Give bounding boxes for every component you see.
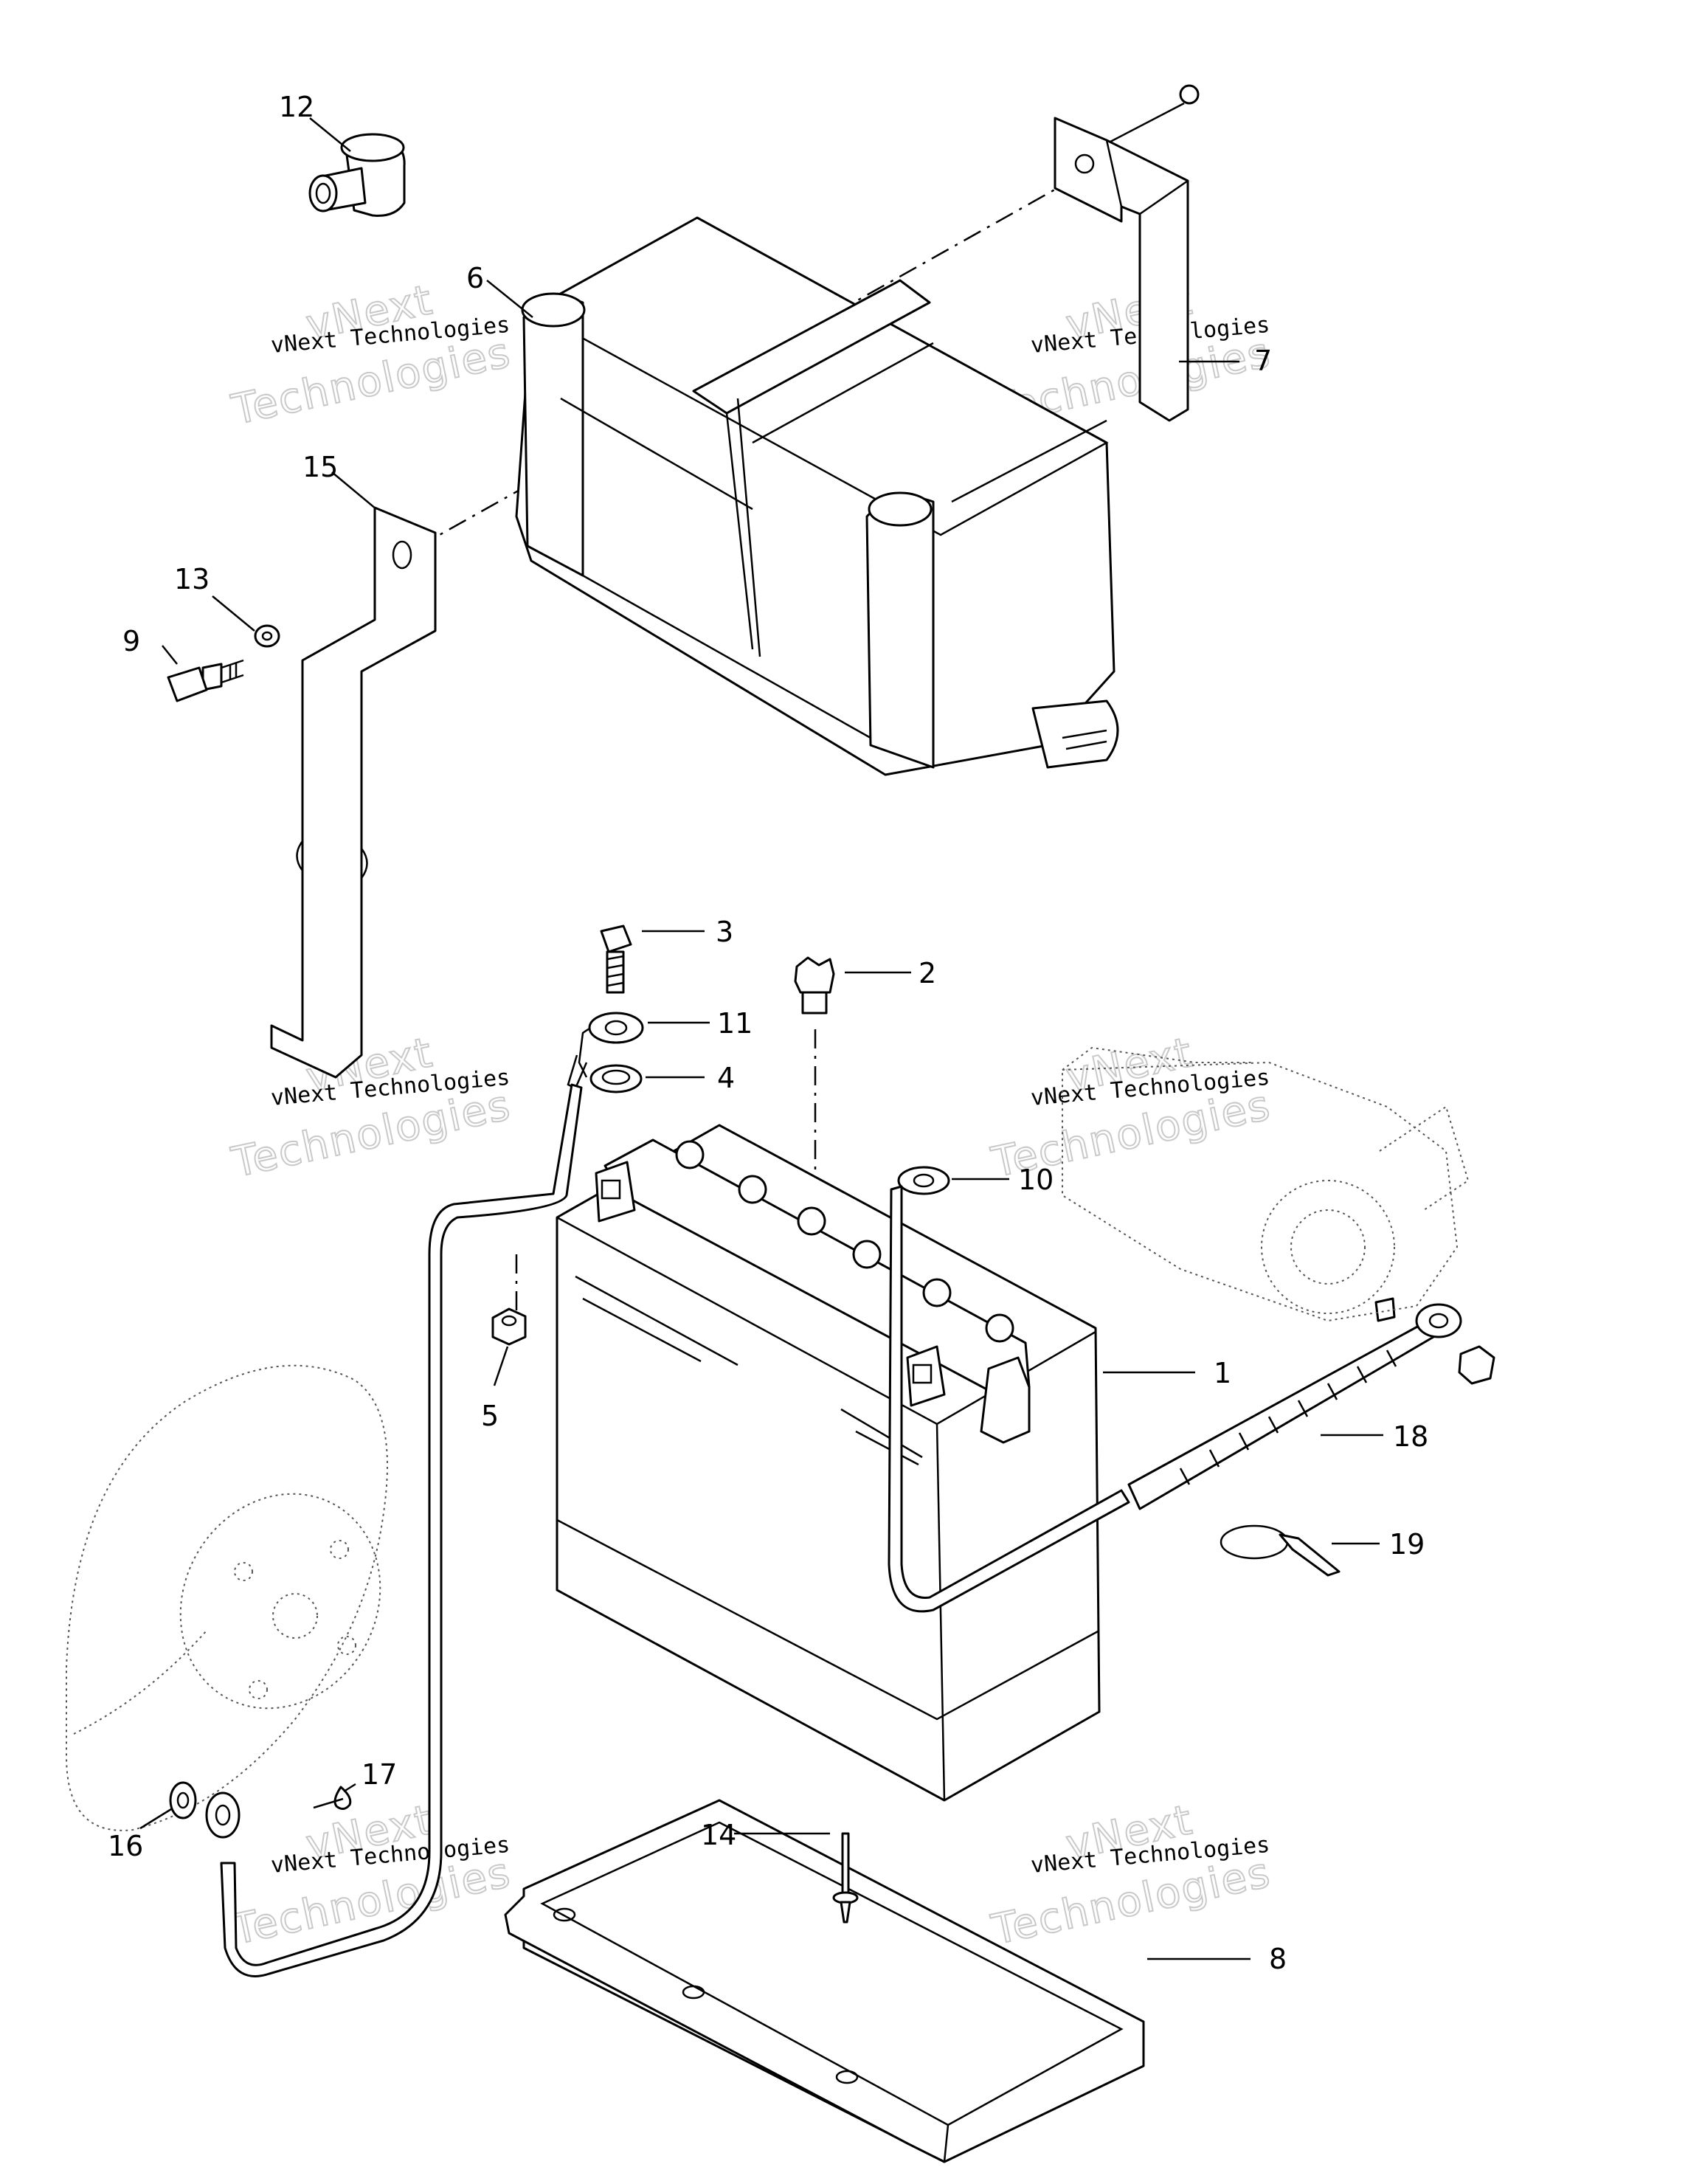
starter-cable-part bbox=[1127, 1297, 1495, 1510]
watermark-middle-left: vNext vNext Technologies Technologies bbox=[226, 1028, 516, 1188]
callout-13: 13 bbox=[174, 563, 210, 595]
battery-cover-part bbox=[515, 216, 1119, 776]
ground-washer-part bbox=[169, 1781, 197, 1820]
callout-7: 7 bbox=[1254, 345, 1272, 377]
callout-8: 8 bbox=[1269, 1943, 1287, 1975]
battery-part bbox=[556, 1124, 1101, 1802]
callout-9: 9 bbox=[122, 625, 140, 657]
screw-part bbox=[167, 659, 244, 702]
right-bracket-part bbox=[1054, 84, 1200, 422]
left-bracket-part bbox=[270, 506, 437, 1079]
vent-elbow-part bbox=[308, 133, 406, 217]
cable-tie-part bbox=[1220, 1524, 1341, 1577]
leader-lines bbox=[139, 117, 1383, 1960]
callout-19: 19 bbox=[1389, 1528, 1425, 1561]
starter-motor-outline bbox=[1062, 1046, 1470, 1322]
callout-1: 1 bbox=[1214, 1357, 1231, 1389]
callout-4: 4 bbox=[717, 1062, 735, 1094]
callout-15: 15 bbox=[302, 451, 338, 483]
negative-cable-part bbox=[220, 1012, 644, 1977]
callout-17: 17 bbox=[362, 1758, 397, 1791]
callout-10: 10 bbox=[1018, 1164, 1054, 1196]
terminal-bolt-part bbox=[600, 925, 632, 994]
sealant-drop-part bbox=[313, 1786, 352, 1810]
callout-18: 18 bbox=[1393, 1420, 1428, 1453]
watermark-bottom-right: vNext vNext Technologies Technologies bbox=[986, 1795, 1276, 1955]
callout-16: 16 bbox=[108, 1830, 143, 1862]
callout-12: 12 bbox=[279, 91, 314, 123]
spacer-part bbox=[589, 1064, 643, 1093]
ground-lug-part bbox=[205, 1791, 241, 1839]
watermark-top-left: vNext vNext Technologies Technologies bbox=[226, 275, 516, 435]
callout-11: 11 bbox=[717, 1007, 753, 1040]
pin-part bbox=[832, 1832, 859, 1924]
callout-6: 6 bbox=[466, 262, 484, 294]
battery-tray-part bbox=[504, 1799, 1145, 2163]
vent-cap-part bbox=[794, 956, 835, 1015]
callout-14: 14 bbox=[701, 1819, 736, 1851]
callout-2: 2 bbox=[919, 957, 936, 989]
nut-part bbox=[491, 1307, 527, 1346]
callout-5: 5 bbox=[481, 1400, 499, 1432]
washer-part bbox=[254, 624, 280, 648]
positive-cable-part bbox=[888, 1166, 1130, 1613]
callout-3: 3 bbox=[716, 916, 733, 948]
callout-labels: 12 6 7 15 13 9 3 2 11 4 10 5 1 18 19 17 … bbox=[108, 91, 1428, 1975]
